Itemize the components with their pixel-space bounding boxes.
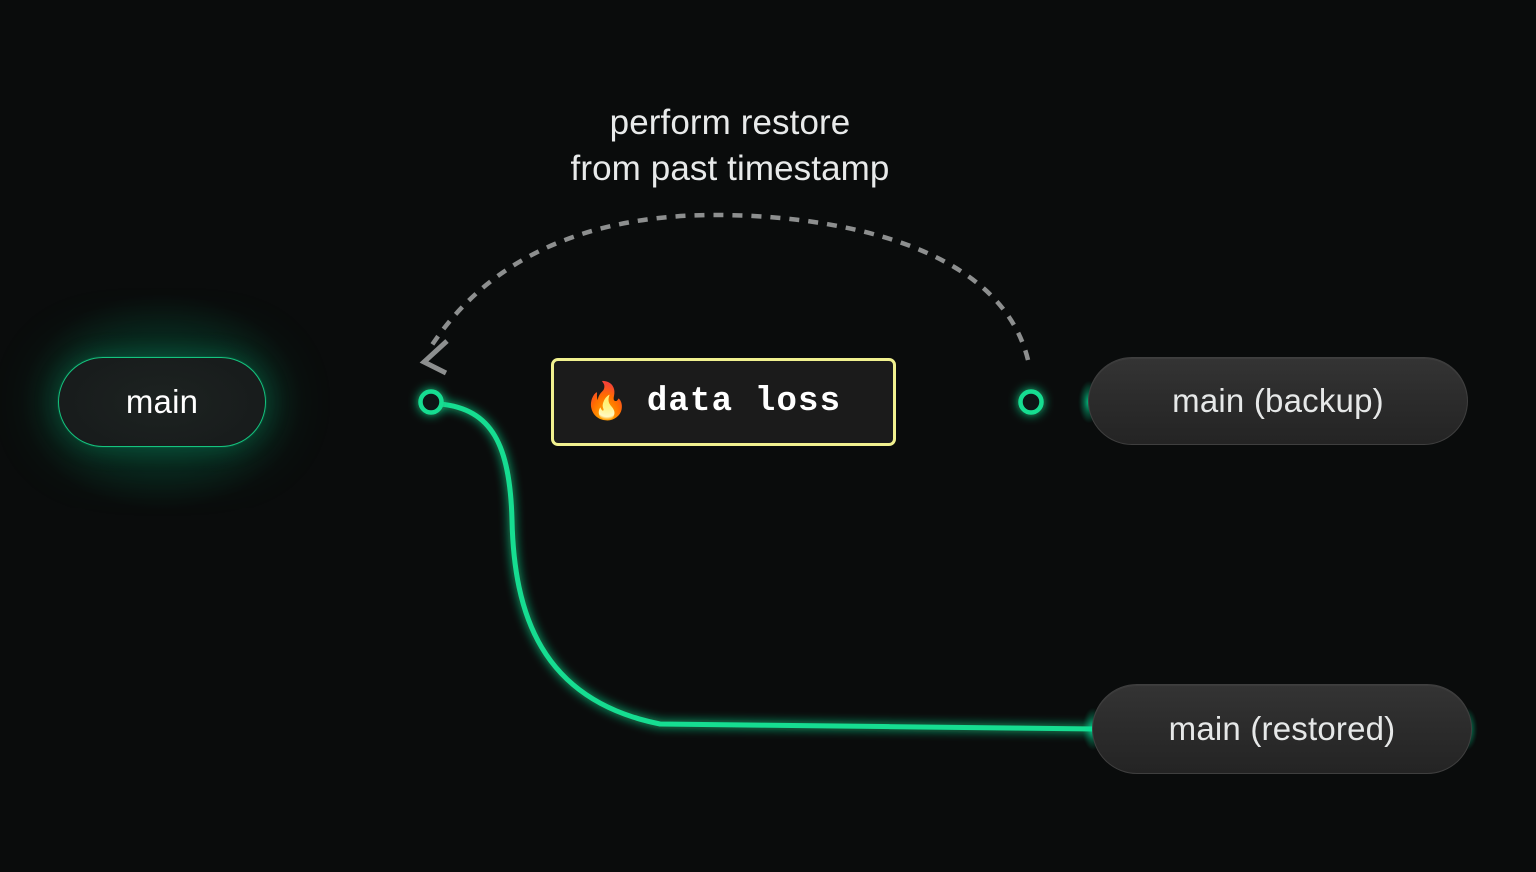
restore-arrowhead bbox=[419, 339, 449, 376]
restore-annotation-text: perform restore from past timestamp bbox=[570, 103, 890, 188]
node-main-restored-label: main (restored) bbox=[1168, 710, 1396, 747]
node-main-backup-label: main (backup) bbox=[1172, 382, 1384, 419]
node-main-backup[interactable]: main (backup) bbox=[1088, 357, 1468, 445]
restore-arc bbox=[430, 212, 1031, 361]
backup-dot[interactable] bbox=[1018, 389, 1044, 415]
junction-dot[interactable] bbox=[418, 389, 444, 415]
node-main-restored[interactable]: main (restored) bbox=[1092, 684, 1472, 774]
data-loss-label: data loss bbox=[646, 383, 842, 421]
node-main[interactable]: main bbox=[58, 357, 266, 447]
node-main-label: main bbox=[125, 383, 199, 420]
data-loss-marker[interactable]: 🔥 data loss bbox=[551, 358, 896, 446]
wire-junction-to-restored bbox=[437, 401, 1099, 732]
fire-icon: 🔥 bbox=[584, 381, 629, 422]
